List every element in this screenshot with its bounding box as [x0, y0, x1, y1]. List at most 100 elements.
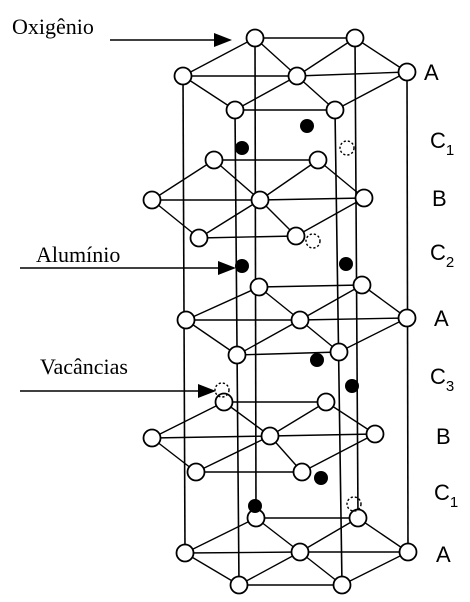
oxygen-arrow	[110, 33, 232, 47]
bond-l4-4	[184, 552, 240, 586]
atom-layer	[142, 28, 418, 595]
layer-label-7: C1	[434, 480, 458, 511]
bond-l0-1	[354, 37, 408, 73]
bond-l3-7	[269, 433, 376, 437]
bond-l4-9	[299, 517, 359, 553]
oxygen-atom	[308, 150, 328, 170]
oxygen-atom	[214, 392, 234, 412]
bond-l2-5	[185, 286, 260, 321]
bond-l2-3	[236, 351, 340, 356]
layer-label-2: B	[432, 186, 447, 211]
oxygen-atom	[352, 275, 372, 295]
aluminium-atom	[248, 499, 262, 513]
bond-l1-4	[151, 199, 200, 239]
bond-l3-6	[151, 435, 271, 439]
bond-l1-9	[259, 159, 319, 201]
svg-text:B: B	[436, 424, 451, 449]
bond-l2-9	[299, 284, 363, 321]
oxygen-atom	[332, 575, 352, 595]
layer-label-4: A	[434, 306, 449, 331]
bond-l3-5	[151, 401, 225, 439]
bond-l2-2	[338, 317, 408, 353]
bond-l0-4	[182, 75, 236, 111]
layer-label-3: C2	[430, 240, 454, 271]
aluminium-atom	[235, 141, 249, 155]
aluminium-atom	[345, 379, 359, 393]
oxygen-atom	[186, 462, 206, 482]
bond-l0-7	[296, 71, 408, 77]
oxygen-atom	[249, 277, 269, 297]
oxygen-atom	[142, 428, 162, 448]
svg-text:B: B	[432, 186, 447, 211]
svg-text:C3: C3	[430, 364, 454, 395]
aluminium-atom	[314, 471, 328, 485]
svg-text:A: A	[436, 542, 451, 567]
prism-edge-4	[254, 37, 257, 519]
oxygen-atom	[365, 424, 385, 444]
oxygen-atom	[204, 150, 224, 170]
bond-l2-7	[299, 317, 408, 321]
bond-l1-2	[295, 197, 365, 237]
oxygen-atom	[316, 392, 336, 412]
bond-l2-0	[258, 284, 363, 288]
oxygen-atom	[290, 542, 310, 562]
vacancy-site	[339, 140, 355, 156]
bond-l4-5	[184, 517, 257, 554]
layer-label-6: B	[436, 424, 451, 449]
bond-network	[151, 37, 409, 586]
layer-label-8: A	[436, 542, 451, 567]
vacancies-label: Vacâncias	[40, 354, 128, 379]
bond-l1-10	[198, 199, 261, 239]
oxygen-atom	[189, 228, 209, 248]
aluminium-atom	[310, 353, 324, 367]
aluminium-arrow	[20, 261, 236, 275]
bond-l4-1	[357, 517, 409, 553]
bond-l4-6	[184, 551, 301, 554]
oxygen-atom	[325, 100, 345, 120]
oxygen-atom	[142, 190, 162, 210]
svg-text:A: A	[434, 306, 449, 331]
bond-l2-10	[236, 319, 301, 356]
oxygen-atom	[229, 575, 249, 595]
vacancies-arrow	[20, 384, 216, 398]
vacancy-site	[305, 233, 321, 249]
oxygen-atom	[287, 66, 307, 86]
oxygen-atom	[348, 508, 368, 528]
oxygen-atom	[397, 308, 417, 328]
oxygen-atom	[245, 28, 265, 48]
bond-l0-2	[334, 71, 408, 111]
bond-l0-8	[254, 37, 298, 77]
oxygen-atom	[175, 543, 195, 563]
oxygen-atom	[227, 345, 247, 365]
bond-l2-4	[185, 319, 238, 356]
bond-l1-8	[213, 159, 261, 201]
oxygen-atom	[345, 28, 365, 48]
aluminium-atom	[339, 257, 353, 271]
layer-label-5: C3	[430, 364, 454, 395]
bond-l3-9	[269, 401, 327, 437]
svg-text:C1: C1	[430, 128, 454, 159]
layer-label-0: A	[424, 60, 439, 85]
bond-l3-2	[301, 433, 376, 473]
vacancy-site	[346, 496, 362, 512]
oxygen-atom	[329, 342, 349, 362]
bond-l1-7	[259, 197, 365, 201]
vacancy-site	[214, 382, 230, 398]
oxygen-atom	[290, 310, 310, 330]
oxygen-atom	[260, 426, 280, 446]
bond-l0-10	[234, 75, 298, 111]
prism-edges	[182, 37, 409, 586]
bond-l4-10	[238, 551, 301, 586]
aluminium-label: Alumínio	[36, 242, 120, 267]
bond-l4-2	[341, 551, 409, 586]
oxygen-atom	[354, 188, 374, 208]
bond-l1-3	[198, 235, 297, 239]
oxygen-atom	[398, 542, 418, 562]
layer-label-1: C1	[430, 128, 454, 159]
oxygen-atom	[225, 100, 245, 120]
oxygen-label: Oxigênio	[12, 14, 94, 39]
bond-l3-10	[195, 435, 271, 473]
bond-l3-8	[223, 401, 271, 437]
svg-text:C2: C2	[430, 240, 454, 271]
